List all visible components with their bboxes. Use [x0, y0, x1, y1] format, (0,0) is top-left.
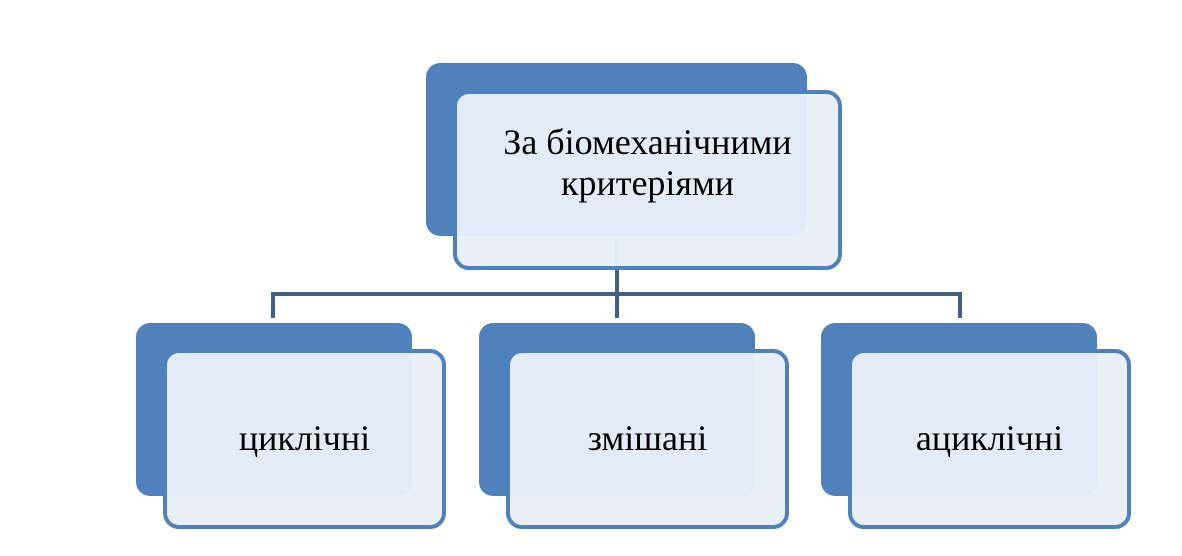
child-node-acyclic: ациклічні: [821, 323, 1131, 529]
child-node-box: [848, 349, 1131, 529]
child-node-mixed: змішані: [479, 323, 789, 529]
child-node-box: [163, 349, 446, 529]
root-node-box: [453, 90, 842, 270]
child-node-label: циклічні: [238, 418, 371, 459]
child-node-box: [506, 349, 789, 529]
root-node-label: За біомеханічними критеріями: [503, 121, 792, 203]
root-node: За біомеханічними критеріями: [426, 63, 842, 270]
child-node-label: ациклічні: [915, 418, 1064, 459]
child-node-label: змішані: [587, 418, 708, 459]
child-node-cyclic: циклічні: [136, 323, 446, 529]
